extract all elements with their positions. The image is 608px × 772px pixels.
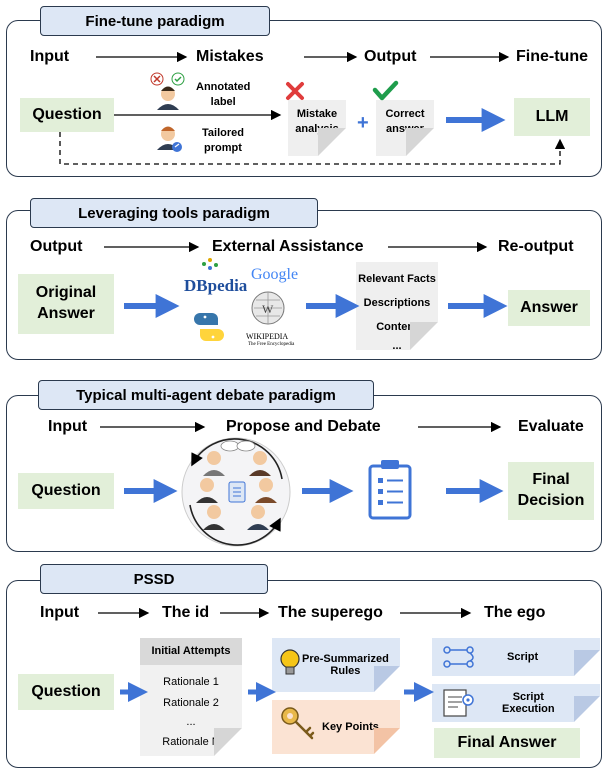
panel-title: Leveraging tools paradigm (30, 198, 318, 228)
header-the-id: The id (162, 604, 210, 621)
header-propose-and-debate: Propose and Debate (226, 418, 381, 435)
header-output: Output (364, 48, 417, 65)
dbpedia-logo: DBpedia (184, 276, 248, 295)
tailored-prompt-text: Tailored prompt (202, 127, 244, 154)
answer-box: Answer (508, 290, 590, 326)
rationale-item: Rationale 1 (163, 675, 219, 688)
question-box: Question (18, 473, 114, 509)
annotated-label-text: Annotated label (196, 81, 251, 108)
panel-title: Fine-tune paradigm (40, 6, 270, 36)
header-mistakes: Mistakes (196, 48, 264, 65)
rationale-item: Rationale 2 (163, 696, 219, 709)
fact-item: Descriptions (363, 296, 431, 309)
header-external-assistance: External Assistance (212, 238, 364, 255)
header-output: Output (30, 238, 83, 255)
plus-sign: + (357, 112, 369, 134)
initial-attempts-header: Initial Attempts (140, 638, 242, 665)
header-input: Input (30, 48, 70, 65)
correct-answer-note: Correct answer (376, 100, 434, 156)
question-box: Question (20, 98, 114, 132)
script-execution-text: Script Execution (502, 691, 555, 715)
mistake-analysis-text: Mistake analysis (295, 108, 339, 135)
panel-title: PSSD (40, 564, 268, 594)
header-the-ego: The ego (484, 604, 546, 621)
key-points-text: Key Points (322, 721, 379, 733)
question-box: Question (18, 674, 114, 710)
wikipedia-subtitle: The Free Encyclopedia (248, 342, 295, 347)
script-text: Script (507, 651, 539, 663)
header-fine-tune: Fine-tune (516, 48, 588, 65)
header-evaluate: Evaluate (518, 418, 584, 435)
rationale-item: Rationale N (162, 736, 220, 749)
key-points-card: Key Points (272, 700, 400, 754)
panel-title: Typical multi-agent debate paradigm (38, 380, 374, 410)
fact-item: Content (376, 320, 418, 333)
fact-item: Relevant Facts (358, 273, 436, 285)
script-card: Script (432, 638, 600, 676)
header-input: Input (48, 418, 88, 435)
header-the-superego: The superego (278, 604, 383, 621)
final-answer-box: Final Answer (434, 728, 580, 758)
script-execution-card: Script Execution (432, 684, 600, 722)
wikipedia-logo: Wikipedia (246, 332, 289, 341)
correct-answer-text: Correct answer (385, 108, 425, 135)
pre-summarized-rules-card: Pre-Summarized Rules (272, 638, 400, 692)
original-answer-box: Original Answer (18, 274, 114, 334)
mistake-analysis-note: Mistake analysis (288, 100, 346, 156)
rationale-item: ... (186, 715, 196, 728)
final-decision-box: Final Decision (508, 462, 594, 520)
facts-note: Relevant Facts Descriptions Content ... (356, 262, 438, 352)
fact-item: ... (392, 339, 402, 352)
pre-summarized-rules-text: Pre-Summarized Rules (302, 653, 389, 677)
google-logo: Google (251, 266, 299, 283)
header-input: Input (40, 604, 80, 621)
initial-attempts-note: Initial Attempts Rationale 1 Rationale 2… (140, 638, 242, 756)
llm-box: LLM (514, 98, 590, 136)
header-re-output: Re-output (498, 238, 574, 255)
